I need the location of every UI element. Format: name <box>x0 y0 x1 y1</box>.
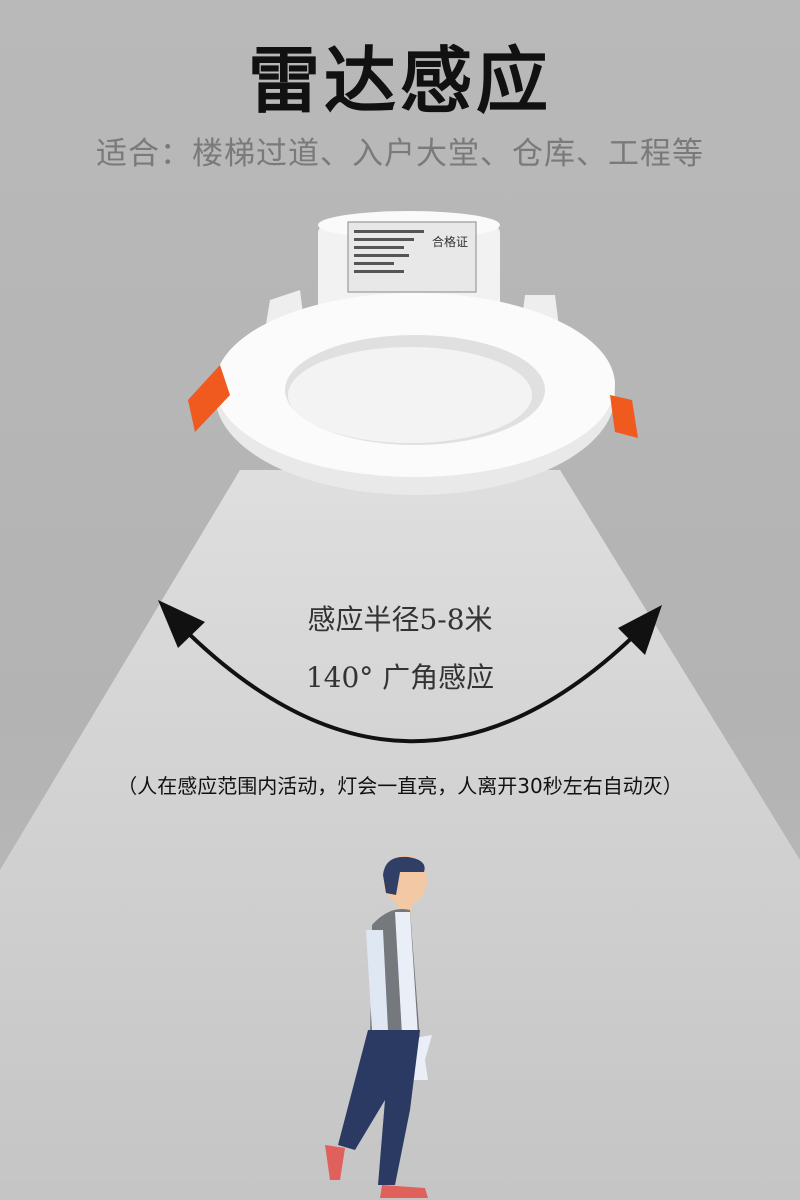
product-label-lines <box>354 230 424 273</box>
sensing-angle-arc <box>173 618 647 744</box>
sensing-angle: 140° 广角感应 <box>305 661 495 694</box>
downlight-lamp: 合格证 <box>188 211 638 495</box>
walking-person <box>325 855 432 1198</box>
page-title: 雷达感应 <box>247 39 552 123</box>
spring-clip-right <box>610 395 638 438</box>
arrow-head-right-icon <box>618 605 662 655</box>
behavior-note: （人在感应范围内活动，灯会一直亮，人离开30秒左右自动灭） <box>117 774 683 798</box>
spring-clip-left <box>188 365 230 432</box>
light-beam <box>0 470 800 1200</box>
arrow-head-left-icon <box>158 600 205 648</box>
applicable-scenes: 适合：楼梯过道、入户大堂、仓库、工程等 <box>96 136 704 172</box>
certificate-label: 合格证 <box>432 234 468 249</box>
sensing-radius: 感应半径5-8米 <box>307 603 493 636</box>
